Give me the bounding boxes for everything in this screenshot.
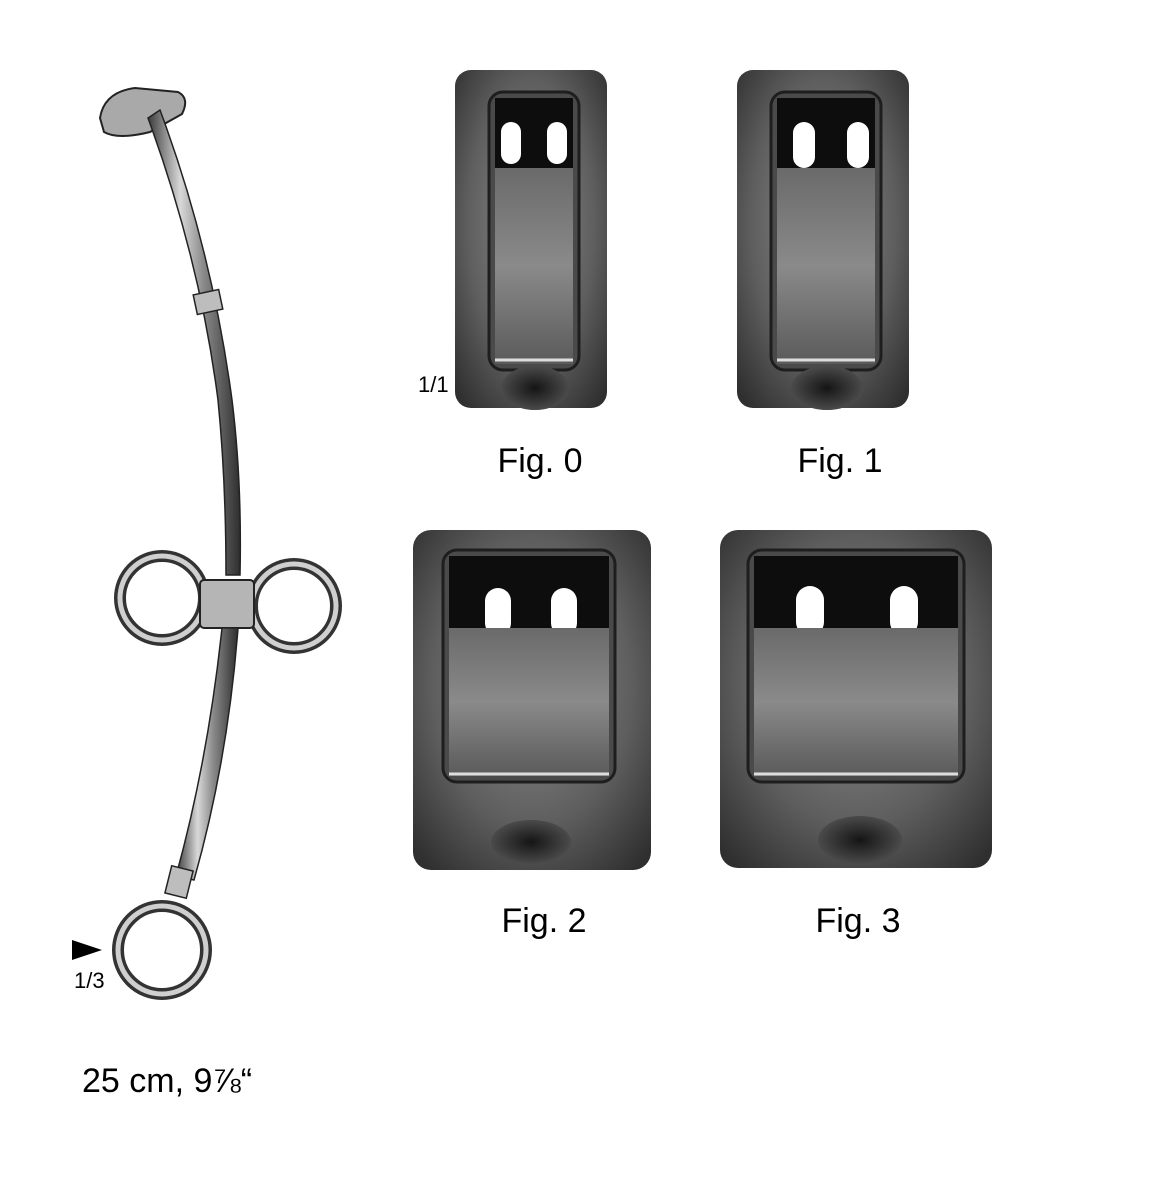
figure-0-caption: Fig. 0 bbox=[497, 442, 583, 480]
figure-2-drawing bbox=[413, 530, 651, 870]
instrument-lower-shaft bbox=[175, 627, 239, 881]
figure-0-drawing bbox=[455, 70, 607, 410]
instrument-head bbox=[98, 86, 187, 137]
figure-1-caption: Fig. 1 bbox=[797, 442, 883, 480]
instrument-lower-collar bbox=[164, 864, 194, 900]
instrument-upper-shaft bbox=[147, 108, 242, 576]
instrument-collar bbox=[192, 288, 224, 316]
figure-3-caption: Fig. 3 bbox=[815, 902, 901, 940]
instrument-scale-label: 1/3 bbox=[74, 968, 105, 993]
instrument-drawing bbox=[98, 86, 342, 1000]
figure-2-caption: Fig. 2 bbox=[501, 902, 587, 940]
figure-scale-label: 1/1 bbox=[418, 372, 449, 397]
figure-3-drawing bbox=[720, 530, 992, 868]
scale-pointer-icon bbox=[72, 940, 102, 960]
instrument-ring-bridge bbox=[199, 579, 255, 629]
figure-1-drawing bbox=[737, 70, 909, 410]
instrument-size-label: 25 cm, 9⅞“ bbox=[82, 1062, 253, 1100]
